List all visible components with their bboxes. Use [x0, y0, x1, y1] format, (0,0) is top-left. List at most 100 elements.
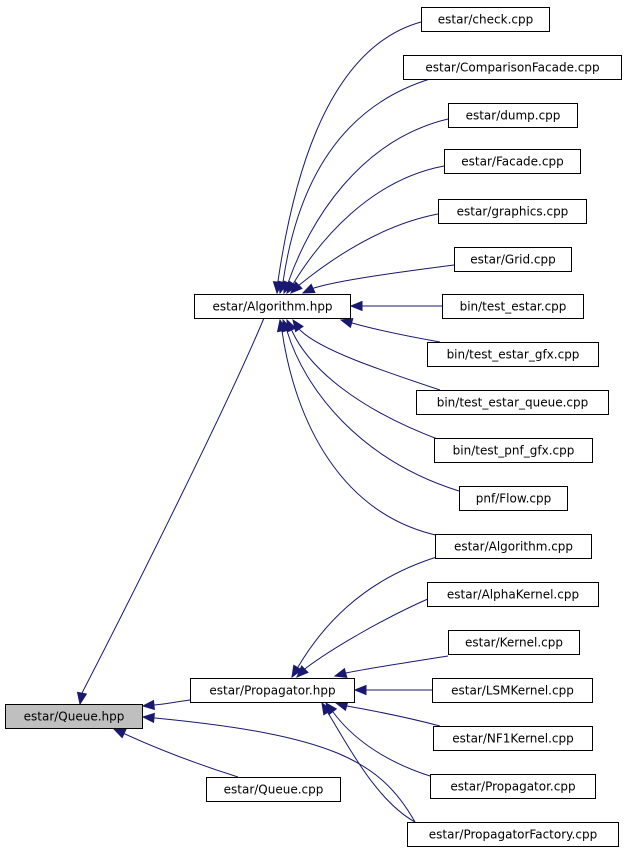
node-box — [444, 149, 581, 174]
node-box — [206, 777, 341, 802]
node-label: estar/Propagator.cpp — [450, 780, 575, 794]
node-box — [416, 390, 609, 415]
node-label: estar/Kernel.cpp — [465, 636, 563, 650]
arrowhead-test_estar_gfx_cpp-to-algorithm_hpp — [339, 317, 354, 329]
arrowhead-queue_cpp-to-queue_hpp — [112, 728, 127, 739]
node-kernel-cpp[interactable]: estar/Kernel.cpp — [448, 630, 580, 655]
node-label: estar/PropagatorFactory.cpp — [429, 828, 597, 842]
node-box — [435, 534, 592, 559]
node-label: pnf/Flow.cpp — [476, 492, 551, 506]
node-graphics-cpp[interactable]: estar/graphics.cpp — [438, 199, 587, 224]
node-queue-hpp[interactable]: estar/Queue.hpp — [5, 704, 143, 729]
edge-nf1kernel_cpp-to-propagator_hpp — [346, 705, 441, 727]
edge-grid_cpp-to-algorithm_hpp — [313, 264, 455, 289]
node-label: estar/NF1Kernel.cpp — [452, 732, 574, 746]
node-label: estar/Propagator.hpp — [209, 684, 335, 698]
arrowhead-kernel_cpp-to-propagator_hpp — [333, 667, 348, 679]
node-nf1kernel-cpp[interactable]: estar/NF1Kernel.cpp — [433, 726, 593, 751]
edge-test_pnf_gfx_cpp-to-algorithm_hpp — [291, 330, 441, 441]
node-box — [448, 630, 580, 655]
node-box — [442, 294, 584, 319]
edge-flow_cpp-to-algorithm_hpp — [286, 330, 460, 492]
edge-tail-alphakernel_cpp-to-propagator_hpp — [304, 667, 307, 670]
node-box — [430, 774, 596, 799]
edge-facade_cpp-to-algorithm_hpp — [292, 165, 445, 285]
node-label: estar/graphics.cpp — [457, 205, 569, 219]
edge-propagatorfactory_cpp-to-propagator_hpp — [327, 712, 416, 823]
node-box — [421, 7, 550, 32]
node-propagatorfactory-cpp[interactable]: estar/PropagatorFactory.cpp — [407, 822, 619, 847]
node-test-estar-queue-cpp[interactable]: bin/test_estar_queue.cpp — [416, 390, 609, 415]
node-label: bin/test_pnf_gfx.cpp — [453, 444, 575, 458]
node-alphakernel-cpp[interactable]: estar/AlphaKernel.cpp — [427, 582, 599, 607]
edge-kernel_cpp-to-propagator_hpp — [345, 655, 449, 674]
node-label: estar/AlphaKernel.cpp — [447, 588, 579, 602]
edge-algorithm_hpp-to-queue_hpp — [81, 317, 265, 694]
node-test-pnf-gfx-cpp[interactable]: bin/test_pnf_gfx.cpp — [434, 438, 593, 463]
node-label: estar/ComparisonFacade.cpp — [425, 61, 599, 75]
node-label: estar/Grid.cpp — [470, 253, 556, 267]
node-grid-cpp[interactable]: estar/Grid.cpp — [454, 247, 572, 272]
arrowhead-algorithm_hpp-to-queue_hpp — [76, 691, 88, 706]
node-box — [403, 55, 622, 80]
node-box — [427, 342, 599, 367]
edge-propagator_cpp-to-propagator_hpp — [332, 711, 431, 777]
edge-propagatorfactory_cpp-to-queue_hpp — [154, 717, 416, 823]
arrowhead-test_estar_cpp-to-algorithm_hpp — [349, 300, 363, 312]
edge-tail-graphics_cpp-to-algorithm_hpp — [297, 284, 300, 287]
node-box — [5, 704, 143, 729]
node-algorithm-hpp[interactable]: estar/Algorithm.hpp — [194, 294, 351, 319]
node-algorithm-cpp[interactable]: estar/Algorithm.cpp — [435, 534, 592, 559]
arrowhead-test_estar_queue_cpp-to-algorithm_hpp — [292, 318, 304, 333]
node-comparison-cpp[interactable]: estar/ComparisonFacade.cpp — [403, 55, 622, 80]
node-label: bin/test_estar.cpp — [460, 300, 567, 314]
arrowhead-propagator_hpp-to-queue_hpp — [141, 699, 155, 711]
node-check-cpp[interactable]: estar/check.cpp — [421, 7, 550, 32]
edge-queue_cpp-to-queue_hpp — [124, 733, 239, 778]
node-label: estar/Queue.cpp — [224, 783, 324, 797]
node-box — [407, 822, 619, 847]
edge-graphics_cpp-to-algorithm_hpp — [297, 213, 439, 287]
edge-algorithm_cpp-to-algorithm_hpp — [281, 330, 441, 537]
node-box — [190, 678, 355, 703]
edge-tail-test_estar_queue_cpp-to-algorithm_hpp — [298, 328, 301, 331]
node-label: estar/Queue.hpp — [24, 710, 125, 724]
edge-test_estar_gfx_cpp-to-algorithm_hpp — [351, 322, 441, 343]
node-box — [427, 582, 599, 607]
node-box — [459, 486, 568, 511]
node-lsmkernel-cpp[interactable]: estar/LSMKernel.cpp — [432, 678, 593, 703]
arrowhead-lsmkernel_cpp-to-propagator_hpp — [353, 684, 367, 696]
arrowhead-algorithm_cpp-to-algorithm_hpp — [276, 318, 288, 333]
node-box — [438, 199, 587, 224]
node-label: estar/dump.cpp — [466, 109, 561, 123]
node-queue-cpp[interactable]: estar/Queue.cpp — [206, 777, 341, 802]
edge-propagator_hpp-to-queue_hpp — [153, 699, 191, 706]
node-label: estar/LSMKernel.cpp — [451, 684, 574, 698]
edge-check_cpp-to-algorithm_hpp — [277, 21, 422, 282]
node-label: estar/check.cpp — [438, 13, 533, 27]
node-box — [434, 438, 593, 463]
node-propagator-hpp[interactable]: estar/Propagator.hpp — [190, 678, 355, 703]
node-box — [194, 294, 351, 319]
node-box — [433, 726, 593, 751]
node-test-estar-gfx-cpp[interactable]: bin/test_estar_gfx.cpp — [427, 342, 599, 367]
node-dump-cpp[interactable]: estar/dump.cpp — [448, 103, 578, 128]
node-flow-cpp[interactable]: pnf/Flow.cpp — [459, 486, 568, 511]
node-label: bin/test_estar_gfx.cpp — [447, 348, 580, 362]
node-test-estar-cpp[interactable]: bin/test_estar.cpp — [442, 294, 584, 319]
node-label: bin/test_estar_queue.cpp — [437, 396, 589, 410]
edge-alphakernel_cpp-to-propagator_hpp — [305, 597, 431, 669]
node-box — [454, 247, 572, 272]
nodes-layer: estar/Queue.hpp estar/Algorithm.hpp estar/… — [5, 7, 622, 847]
node-propagator-cpp[interactable]: estar/Propagator.cpp — [430, 774, 596, 799]
arrowhead-propagatorfactory_cpp-to-propagator_hpp — [321, 701, 333, 716]
node-facade-cpp[interactable]: estar/Facade.cpp — [444, 149, 581, 174]
node-box — [432, 678, 593, 703]
arrowhead-algorithm_cpp-to-propagator_hpp — [291, 664, 303, 679]
node-label: estar/Algorithm.cpp — [454, 540, 573, 554]
edge-test_estar_queue_cpp-to-algorithm_hpp — [299, 329, 441, 391]
node-label: estar/Algorithm.hpp — [212, 300, 332, 314]
node-label: estar/Facade.cpp — [461, 155, 563, 169]
edges-layer — [76, 21, 460, 823]
